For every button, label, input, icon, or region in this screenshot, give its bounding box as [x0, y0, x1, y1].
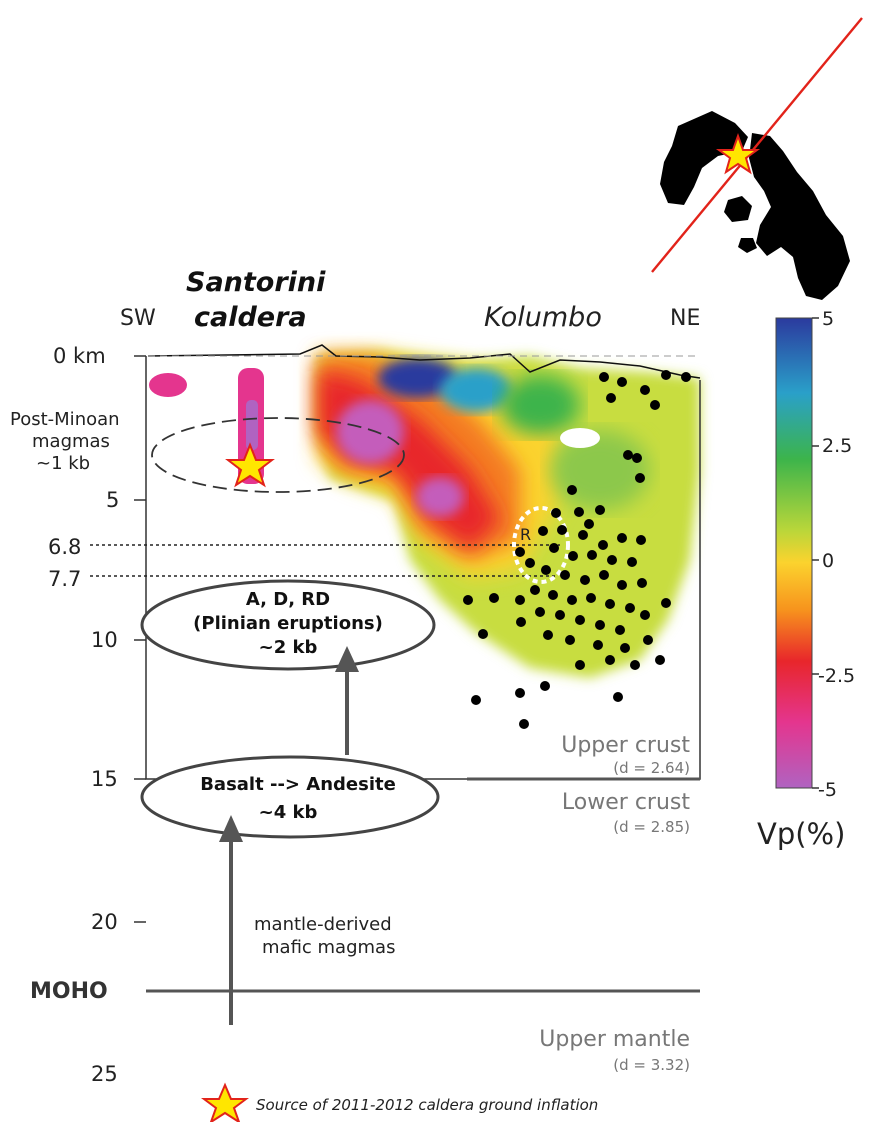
depth-label-10: 10: [91, 628, 118, 652]
depth-label-0: 0 km: [53, 344, 106, 368]
plinian-label-3: ~2 kb: [259, 637, 318, 658]
label-sw: SW: [120, 306, 156, 331]
depth-label-5: 5: [106, 488, 119, 512]
depth-marker-6-8: 6.8: [48, 535, 81, 559]
depth-label-20: 20: [91, 910, 118, 934]
legend-star-icon: [201, 1082, 249, 1122]
lower-crust-label: Lower crust: [562, 790, 690, 815]
post-minoan-label: Post-Minoan: [10, 409, 120, 430]
depth-label-15: 15: [91, 767, 118, 791]
lower-crust-density: (d = 2.85): [613, 818, 690, 836]
velocity-anomaly: [149, 352, 700, 678]
colorbar-title: Vp(%): [757, 817, 845, 851]
label-ne: NE: [670, 306, 700, 331]
plinian-label-2: (Plinian eruptions): [193, 613, 383, 634]
post-minoan-ellipse: [151, 417, 405, 493]
caldera-title: Santorini: [186, 267, 326, 298]
santorini-map: [660, 111, 850, 300]
arrow-basalt-to-plinian: [335, 646, 359, 755]
mantle-magma-label-2: mafic magmas: [262, 937, 395, 958]
basalt-label-1: Basalt --> Andesite: [200, 774, 396, 795]
plinian-chamber-ellipse: [140, 579, 436, 671]
colorbar-tick-minus-2.5: -2.5: [818, 665, 855, 687]
upper-mantle-density: (d = 3.32): [613, 1056, 690, 1074]
map-star-icon: [715, 133, 761, 175]
colorbar-tick-0: 0: [822, 550, 834, 572]
earthquake-hypocenters: [463, 370, 691, 729]
colorbar-tick-minus-5: -5: [818, 779, 837, 801]
caldera-title-2: caldera: [194, 302, 307, 333]
colorbar-tick-5: 5: [822, 308, 834, 330]
upper-crust-density: (d = 2.64): [613, 759, 690, 777]
label-kolumbo: Kolumbo: [484, 302, 602, 333]
plinian-label-1: A, D, RD: [246, 589, 330, 610]
inflation-source-star-icon: [225, 442, 275, 488]
colorbar-tick-2.5: 2.5: [822, 435, 852, 457]
upper-crust-label: Upper crust: [561, 733, 690, 758]
arrow-mantle-to-basalt: [219, 815, 243, 1025]
reservoir-r: R: [512, 506, 570, 584]
post-minoan-label-3: ~1 kb: [36, 453, 90, 474]
basalt-chamber-ellipse: [140, 755, 440, 839]
legend-caption: Source of 2011-2012 caldera ground infla…: [256, 1096, 598, 1114]
depth-label-25: 25: [91, 1062, 118, 1086]
reservoir-label: R: [520, 525, 531, 544]
moho-label: MOHO: [30, 979, 108, 1004]
depth-marker-7-7: 7.7: [48, 567, 81, 591]
upper-mantle-label: Upper mantle: [539, 1027, 690, 1052]
profile-line: [651, 17, 863, 273]
mantle-magma-label-1: mantle-derived: [254, 914, 392, 935]
colorbar: [775, 317, 813, 789]
post-minoan-label-2: magmas: [32, 431, 110, 452]
basalt-label-2: ~4 kb: [259, 802, 318, 823]
